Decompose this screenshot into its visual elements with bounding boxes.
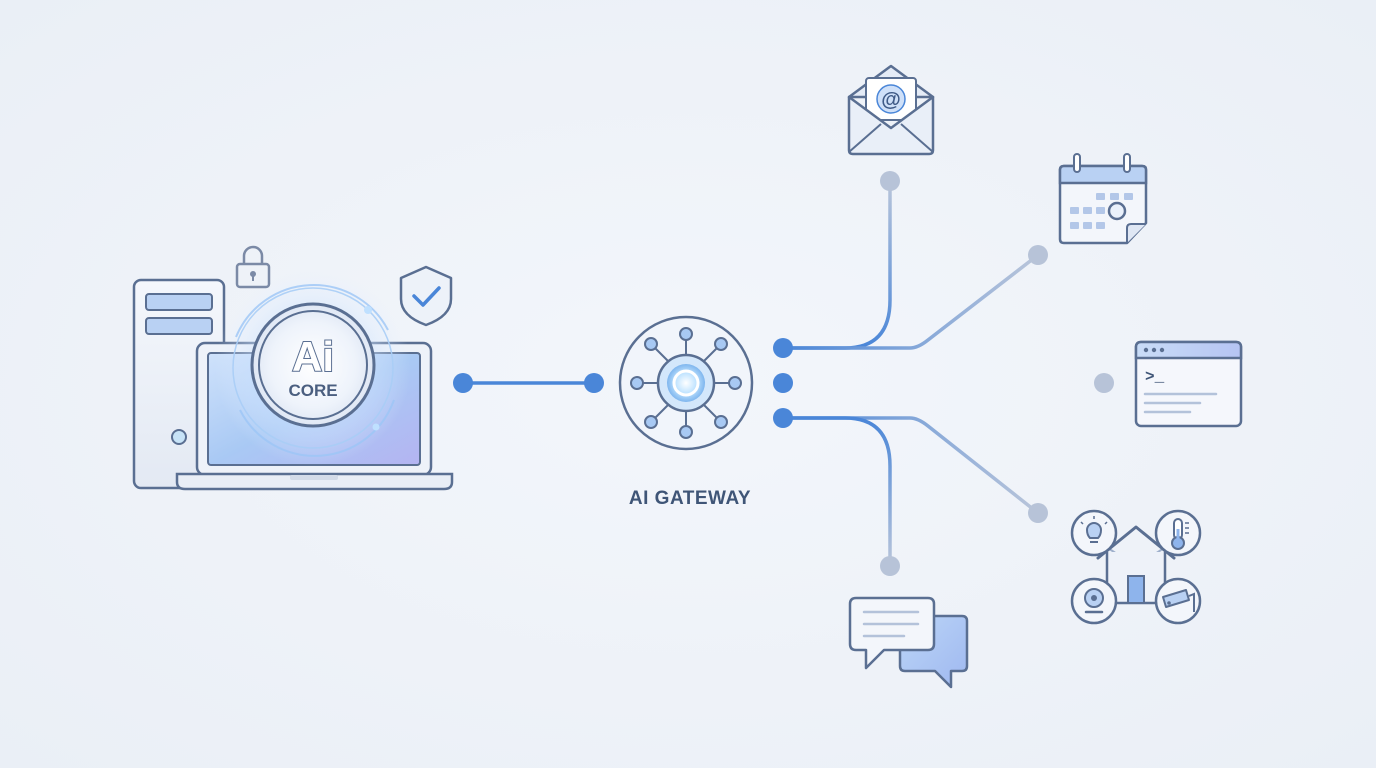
- shield-check-icon: [399, 265, 453, 327]
- branch-nodes: [773, 171, 1114, 576]
- email-icon: @: [847, 64, 935, 156]
- ai-core-badge: Ai CORE: [250, 302, 376, 428]
- padlock-icon: [235, 245, 271, 289]
- email-at-symbol: @: [881, 89, 901, 111]
- terminal-prompt: >_: [1145, 368, 1165, 386]
- ai-core-workstation: Ai CORE: [132, 245, 454, 491]
- calendar-icon: [1058, 153, 1148, 245]
- ai-core-sub-text: CORE: [288, 381, 337, 400]
- terminal-window-icon: >_: [1134, 340, 1243, 428]
- smart-home-icon: [1070, 509, 1202, 625]
- gateway-label: AI GATEWAY: [628, 488, 752, 509]
- security-camera-icon: [1154, 577, 1202, 625]
- ai-core-logo-text: Ai: [292, 333, 334, 380]
- chat-bubbles-icon: [848, 596, 969, 689]
- lightbulb-icon: [1070, 509, 1118, 557]
- core-gateway-link: [453, 373, 604, 393]
- webcam-icon: [1070, 577, 1118, 625]
- ai-gateway-hub: [618, 315, 754, 451]
- gateway-branches: [781, 179, 1106, 568]
- thermometer-icon: [1154, 509, 1202, 557]
